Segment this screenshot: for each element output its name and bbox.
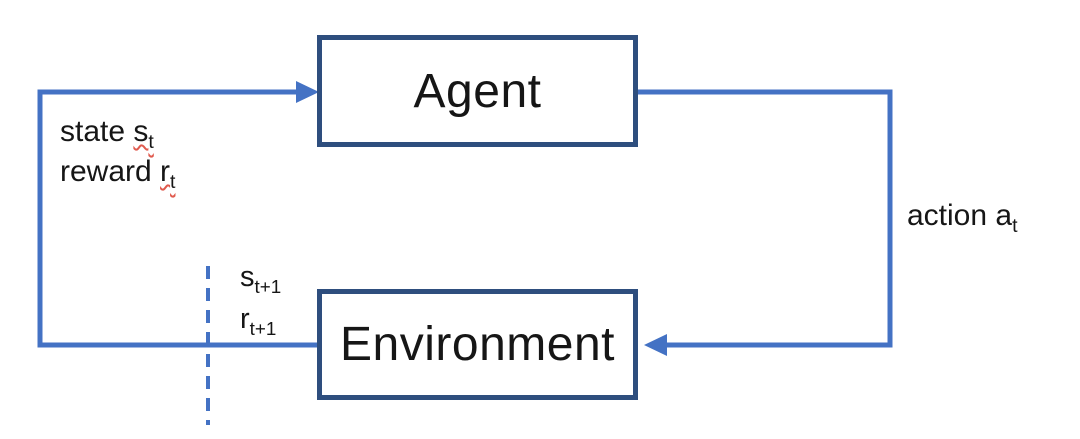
state-label-text: state <box>60 115 134 148</box>
next-step-label: st+1 rt+1 <box>240 256 281 340</box>
environment-node: Environment <box>317 289 638 400</box>
reward-label-text: reward <box>60 155 161 188</box>
agent-node: Agent <box>317 35 638 147</box>
state-symbol: s <box>133 115 149 148</box>
state-label-line: state st <box>60 112 175 152</box>
action-label-text: action <box>907 199 996 232</box>
next-state-label-line: st+1 <box>240 256 281 298</box>
next-state-subscript: t+1 <box>254 275 282 297</box>
action-connector <box>638 89 893 348</box>
state-reward-label: state st reward rt <box>60 112 175 192</box>
action-label: action at <box>907 196 1018 236</box>
state-reward-connector <box>37 89 317 348</box>
reward-symbol: r <box>160 155 171 188</box>
action-symbol: a <box>995 199 1013 232</box>
action-subscript: t <box>1012 215 1018 237</box>
next-reward-subscript: t+1 <box>249 317 277 339</box>
environment-node-label: Environment <box>340 318 615 371</box>
next-reward-symbol: r <box>240 303 250 335</box>
state-subscript: t <box>148 131 154 153</box>
action-arrowhead-icon <box>644 334 667 356</box>
agent-node-label: Agent <box>413 64 542 118</box>
reward-subscript: t <box>170 171 176 193</box>
next-reward-label-line: rt+1 <box>240 298 281 340</box>
reward-label-line: reward rt <box>60 152 175 192</box>
next-state-symbol: s <box>240 261 255 293</box>
state-reward-arrowhead-icon <box>296 81 319 103</box>
